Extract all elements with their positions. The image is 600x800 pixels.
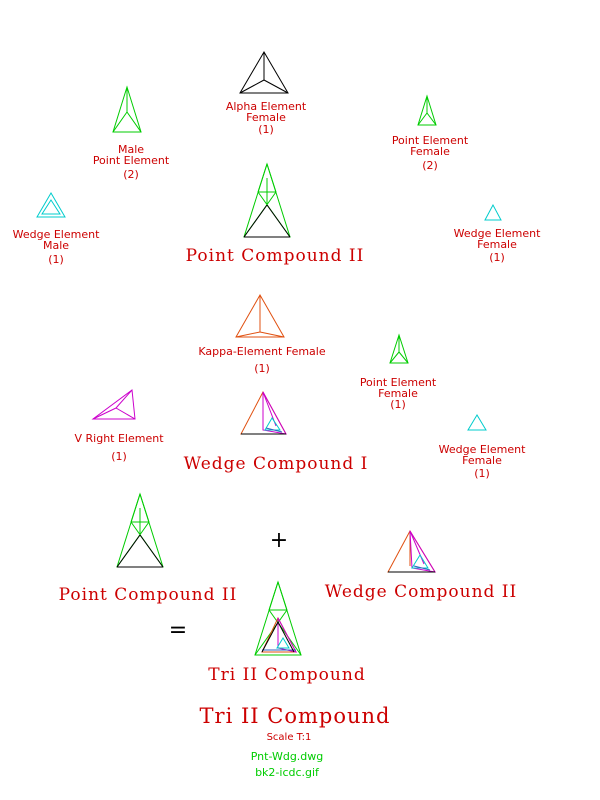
wedge-female-top-line1: Wedge Element (453, 227, 541, 240)
point-female-mid-line2: Female (378, 387, 418, 400)
alpha-element-label: Alpha Element Female (1) (226, 101, 306, 135)
scale-label: Scale T:1 (266, 732, 312, 743)
wedge-element-female-top-label: Wedge Element Female (1) (454, 228, 541, 263)
point-compound-bottom-icon (116, 492, 164, 568)
v-right-line2: (1) (111, 450, 127, 463)
tri-compound-icon (254, 580, 302, 656)
wedge-element-male-icon (36, 192, 66, 218)
alpha-label-line2: Female (246, 111, 286, 124)
point-compound-top-label: Point Compound II (185, 246, 365, 266)
wedge-compound-2-icon (387, 529, 437, 573)
wedge-element-female-mid-label: Wedge Element Female (1) (439, 444, 526, 479)
point-element-female-top-icon (417, 94, 437, 126)
dwg-filename: Pnt-Wdg.dwg (250, 750, 324, 763)
wedge-male-line2: Male (42, 239, 70, 252)
wedge-female-mid-line1: Wedge Element (438, 443, 526, 456)
alpha-element-icon (239, 51, 289, 94)
point-female-mid-line1: Point Element (359, 376, 437, 389)
wedge-compound-1-label: Wedge Compound I (183, 454, 369, 474)
wedge-element-female-mid-icon (467, 414, 487, 431)
wedge-compound-1-icon (240, 390, 287, 435)
page-title: Tri II Compound (199, 704, 391, 728)
male-point-element-icon (112, 85, 142, 133)
v-right-line1: V Right Element (74, 432, 164, 445)
gif-filename: bk2-icdc.gif (255, 766, 319, 779)
wedge-male-line1: Wedge Element (12, 228, 100, 241)
wedge-male-line3: (1) (48, 253, 64, 266)
point-element-female-mid-icon (389, 333, 409, 364)
v-right-element-label: V Right Element (1) (74, 433, 163, 462)
kappa-label-line1: Kappa-Element Female (198, 345, 326, 358)
equals-sign: = (168, 618, 188, 643)
wedge-element-male-label: Wedge Element Male (1) (13, 229, 100, 265)
v-right-element-icon (91, 389, 136, 420)
point-female-top-line1: Point Element (391, 134, 469, 147)
kappa-element-label: Kappa-Element Female (1) (198, 346, 325, 374)
male-point-label-line2: Point Element (92, 154, 170, 167)
kappa-label-line2: (1) (254, 362, 270, 375)
point-element-female-top-label: Point Element Female (2) (392, 135, 468, 171)
point-element-female-mid-label: Point Element Female (1) (360, 377, 436, 410)
male-point-label-line1: Male (117, 143, 145, 156)
point-female-top-line3: (2) (422, 159, 438, 172)
wedge-element-female-top-icon (484, 203, 502, 221)
point-female-mid-line3: (1) (390, 398, 406, 411)
wedge-female-top-line2: Female (477, 238, 517, 251)
wedge-female-mid-line2: Female (462, 454, 502, 467)
male-point-label-line3: (2) (123, 168, 139, 181)
plus-sign: + (269, 528, 289, 553)
wedge-female-top-line3: (1) (489, 251, 505, 264)
alpha-label-line1: Alpha Element (225, 100, 307, 113)
kappa-element-icon (235, 293, 285, 338)
point-female-top-line2: Female (410, 145, 450, 158)
tri-compound-label: Tri II Compound (208, 665, 366, 685)
point-compound-bottom-label: Point Compound II (58, 585, 238, 605)
alpha-label-line3: (1) (258, 123, 274, 136)
male-point-element-label: Male Point Element (2) (93, 144, 169, 180)
wedge-female-mid-line3: (1) (474, 467, 490, 480)
wedge-compound-2-label: Wedge Compound II (324, 582, 518, 602)
point-compound-top-icon (243, 162, 291, 238)
